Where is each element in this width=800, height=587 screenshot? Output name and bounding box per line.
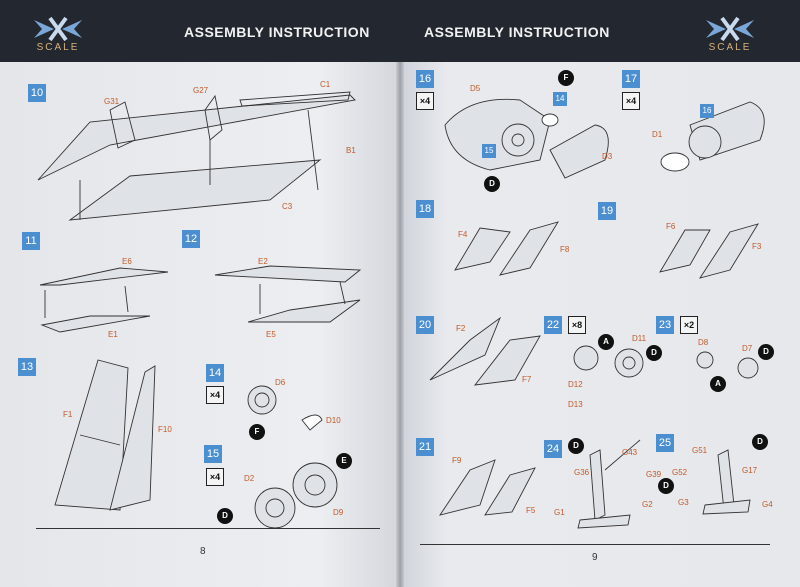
part-badge: F — [249, 424, 265, 440]
part-label: G3 — [678, 498, 689, 507]
part-label: G31 — [104, 97, 120, 106]
part-badge: F — [558, 70, 574, 86]
right-page: ASSEMBLY INSTRUCTION SCALE — [400, 0, 800, 587]
right-diagrams — [429, 98, 765, 529]
step-19: 19 — [598, 202, 616, 220]
right-header: ASSEMBLY INSTRUCTION SCALE — [400, 0, 800, 62]
step-17: 17 — [622, 70, 640, 88]
part-label: F7 — [522, 375, 532, 384]
part-label: G27 — [193, 86, 209, 95]
step-24: 24 — [544, 440, 562, 458]
left-diagrams — [37, 91, 362, 529]
page-title: ASSEMBLY INSTRUCTION — [184, 24, 370, 40]
page-title: ASSEMBLY INSTRUCTION — [424, 24, 610, 40]
step-23: 23 — [656, 316, 674, 334]
part-badge: D — [484, 176, 500, 192]
step-10: 10 — [28, 84, 46, 102]
part-badge: E — [336, 453, 352, 469]
step-21: 21 — [416, 438, 434, 456]
part-label: D8 — [698, 338, 709, 347]
part-label: G51 — [692, 446, 708, 455]
part-label: F4 — [458, 230, 468, 239]
qty-step-17: ×4 — [622, 92, 640, 110]
part-label: D9 — [333, 508, 344, 517]
part-badge: D — [752, 434, 768, 450]
logo-text: SCALE — [708, 42, 752, 53]
step-22: 22 — [544, 316, 562, 334]
part-label: E1 — [108, 330, 118, 339]
part-label: C3 — [282, 202, 293, 211]
part-badge: A — [598, 334, 614, 350]
footer-rule — [420, 544, 770, 545]
qty-step-22: ×8 — [568, 316, 586, 334]
part-label: G17 — [742, 466, 758, 475]
scale-logo: SCALE — [698, 16, 762, 58]
part-label: D7 — [742, 344, 753, 353]
book-spine — [396, 62, 404, 587]
step-11: 11 — [22, 232, 40, 250]
part-badge: D — [217, 508, 233, 524]
part-label: E2 — [258, 257, 268, 266]
step-14: 14 — [206, 364, 224, 382]
part-label: B1 — [346, 146, 356, 155]
part-label: F2 — [456, 324, 466, 333]
left-header: SCALE ASSEMBLY INSTRUCTION — [0, 0, 400, 62]
part-label: F5 — [526, 506, 536, 515]
part-badge: D — [758, 344, 774, 360]
part-label: F8 — [560, 245, 570, 254]
part-label: 15 — [482, 144, 496, 158]
page-number: 8 — [200, 546, 206, 557]
scale-logo: SCALE — [26, 16, 90, 58]
qty-step-14: ×4 — [206, 386, 224, 404]
part-label: D11 — [632, 334, 647, 343]
part-badge: D — [646, 345, 662, 361]
step-12: 12 — [182, 230, 200, 248]
part-label: D10 — [326, 416, 341, 425]
qty-step-15: ×4 — [206, 468, 224, 486]
part-label: F3 — [752, 242, 762, 251]
part-label: D1 — [652, 130, 663, 139]
x-logo-icon — [706, 16, 754, 42]
footer-rule — [36, 528, 380, 529]
part-label: D6 — [275, 378, 286, 387]
part-label: D2 — [244, 474, 255, 483]
qty-step-23: ×2 — [680, 316, 698, 334]
part-label: 14 — [553, 92, 567, 106]
left-page: SCALE ASSEMBLY INSTRUCTION — [0, 0, 400, 587]
part-label: E6 — [122, 257, 132, 266]
part-label: D3 — [602, 152, 613, 161]
part-label: E5 — [266, 330, 276, 339]
part-label: F9 — [452, 456, 462, 465]
part-label: D5 — [470, 84, 481, 93]
step-20: 20 — [416, 316, 434, 334]
step-18: 18 — [416, 200, 434, 218]
part-badge: D — [568, 438, 584, 454]
part-label: G2 — [642, 500, 653, 509]
step-16: 16 — [416, 70, 434, 88]
part-label: G36 — [574, 468, 590, 477]
step-25: 25 — [656, 434, 674, 452]
part-label: F6 — [666, 222, 676, 231]
x-logo-icon — [34, 16, 82, 42]
step-15: 15 — [204, 445, 222, 463]
part-label: G52 — [672, 468, 688, 477]
part-label: D12 — [568, 380, 583, 389]
qty-step-16: ×4 — [416, 92, 434, 110]
part-label: G39 — [646, 470, 662, 479]
part-label: F10 — [158, 425, 172, 434]
part-label: 16 — [700, 104, 714, 118]
part-badge: D — [658, 478, 674, 494]
page-number: 9 — [592, 552, 598, 563]
step-13: 13 — [18, 358, 36, 376]
part-label: C1 — [320, 80, 331, 89]
part-label: G43 — [622, 448, 638, 457]
part-badge: A — [710, 376, 726, 392]
part-label: G4 — [762, 500, 773, 509]
part-label: G1 — [554, 508, 565, 517]
part-label: F1 — [63, 410, 73, 419]
part-label: D13 — [568, 400, 583, 409]
logo-text: SCALE — [36, 42, 80, 53]
